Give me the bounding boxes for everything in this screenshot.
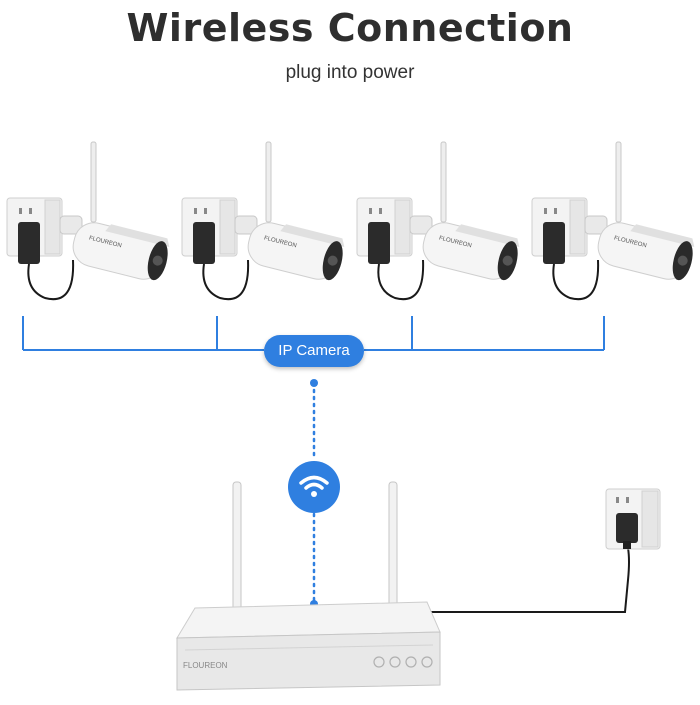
power-outlet-icon	[605, 488, 661, 550]
diagram-subtitle: plug into power	[285, 62, 415, 83]
nvr-recorder: FLOUREON	[165, 480, 455, 705]
power-outlet	[590, 485, 670, 570]
camera-icon: FLOUREON	[181, 141, 345, 301]
wifi-badge	[288, 461, 340, 513]
diagram-title: Wireless Connection	[126, 6, 574, 50]
nvr-icon: FLOUREON	[176, 481, 441, 691]
camera-icon: FLOUREON	[6, 141, 170, 301]
ip-camera-label: IP Camera	[264, 335, 364, 367]
camera-icon: FLOUREON	[356, 141, 520, 301]
camera-unit: FLOUREON	[180, 130, 380, 310]
power-adapter-icon	[616, 513, 638, 549]
camera-unit: FLOUREON	[530, 130, 700, 310]
wifi-icon	[299, 475, 329, 497]
camera-icon: FLOUREON	[531, 141, 695, 301]
nvr-brand-label: FLOUREON	[183, 661, 228, 670]
camera-unit: FLOUREON	[355, 130, 555, 310]
camera-unit: FLOUREON	[5, 130, 205, 310]
